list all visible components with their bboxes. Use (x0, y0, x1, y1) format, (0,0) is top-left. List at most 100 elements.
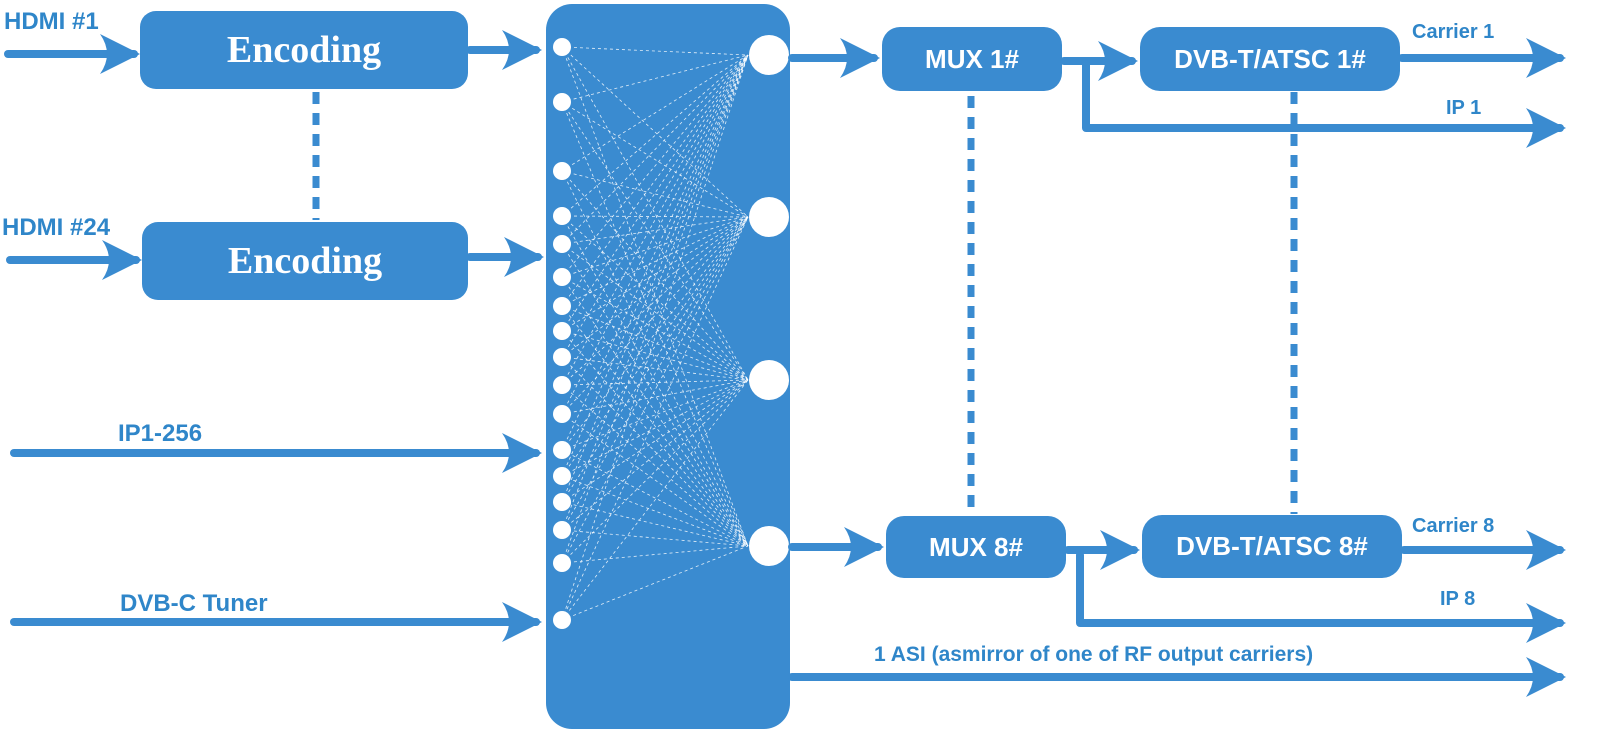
encoder-box-1: Encoding (140, 11, 468, 89)
carrier-8-output-arrow-arrowhead (1526, 530, 1566, 570)
hdmi-1-input-arrow-arrowhead (100, 34, 140, 74)
matrix-input-node-4 (553, 207, 571, 225)
matrix-link-4-3 (561, 243, 749, 547)
matrix-link-11-3 (561, 449, 749, 547)
matrix-input-node-14 (553, 493, 571, 511)
matrix-link-11-1 (561, 216, 749, 451)
matrix-input-node-12 (553, 441, 571, 459)
matrix-link-13-2 (561, 379, 749, 503)
matrix-input-node-5 (553, 235, 571, 253)
mux-8-to-modulator-8-arrow-arrowhead (1100, 530, 1140, 570)
ip-8-output-arrow-arrowhead (1526, 603, 1566, 643)
matrix-link-7-3 (561, 330, 749, 547)
matrix-to-mux-1-arrow-arrowhead (840, 38, 880, 78)
matrix-link-0-3 (561, 46, 749, 547)
matrix-link-10-3 (561, 413, 749, 547)
matrix-input-node-7 (553, 297, 571, 315)
matrix-link-14-0 (561, 54, 749, 531)
matrix-link-16-1 (561, 216, 749, 621)
matrix-link-5-1 (561, 216, 749, 278)
matrix-output-node-2 (749, 197, 789, 237)
matrix-link-3-0 (561, 54, 749, 217)
matrix-link-10-2 (561, 379, 749, 415)
matrix-link-6-0 (561, 54, 749, 307)
matrix-link-6-3 (561, 305, 749, 547)
matrix-link-3-1 (561, 215, 749, 218)
matrix-link-2-1 (561, 170, 749, 218)
ip-8-branch-wire (1076, 551, 1524, 627)
matrix-link-12-0 (561, 54, 749, 477)
matrix-link-4-0 (561, 54, 749, 245)
matrix-input-node-10 (553, 376, 571, 394)
matrix-output-node-4 (749, 526, 789, 566)
matrix-input-node-13 (553, 467, 571, 485)
modulator-box-8: DVB-T/ATSC 8# (1142, 515, 1402, 578)
output-label-ip-8: IP 8 (1440, 588, 1476, 610)
mux-box-1: MUX 1# (882, 27, 1062, 91)
output-label-carrier-8: Carrier 8 (1412, 515, 1495, 537)
matrix-link-2-0 (561, 54, 749, 172)
matrix-output-node-1 (749, 35, 789, 75)
matrix-link-8-3 (561, 356, 749, 547)
matrix-link-2-3 (561, 170, 749, 547)
matrix-link-12-1 (561, 216, 749, 477)
matrix-input-node-16 (553, 554, 571, 572)
matrix-link-7-2 (561, 330, 749, 381)
matrix-link-0-0 (561, 46, 749, 56)
input-label-hdmi-24: HDMI #24 (2, 214, 111, 241)
ip-1-output-arrow-arrowhead (1526, 108, 1566, 148)
matrix-link-8-1 (561, 216, 749, 358)
matrix-input-node-17 (553, 611, 571, 629)
matrix-input-node-11 (553, 405, 571, 423)
hdmi-24-input-arrow-arrowhead (102, 240, 142, 280)
mux-1-to-modulator-1-arrow-arrowhead (1098, 41, 1138, 81)
input-label-tuner: DVB-C Tuner (120, 590, 268, 617)
matrix-link-2-2 (561, 170, 749, 381)
matrix-link-13-0 (561, 54, 749, 503)
matrix-link-14-2 (561, 379, 749, 531)
carrier-1-output-arrow-arrowhead (1526, 38, 1566, 78)
matrix-link-3-2 (561, 215, 749, 381)
matrix-link-8-0 (561, 54, 749, 358)
matrix-link-15-0 (561, 54, 749, 564)
matrix-to-mux-8-arrow-arrowhead (844, 527, 884, 567)
matrix-link-7-1 (561, 216, 749, 332)
matrix-output-node-3 (749, 360, 789, 400)
matrix-link-1-1 (561, 101, 749, 218)
matrix-link-16-2 (561, 379, 749, 621)
matrix-input-node-6 (553, 268, 571, 286)
input-label-ip: IP1-256 (118, 420, 203, 447)
matrix-link-5-3 (561, 276, 749, 547)
matrix-input-node-1 (553, 38, 571, 56)
matrix-link-5-0 (561, 54, 749, 278)
matrix-link-6-1 (561, 216, 749, 307)
output-label-ip-1: IP 1 (1446, 97, 1482, 119)
matrix-input-node-2 (553, 93, 571, 111)
matrix-link-15-3 (561, 545, 749, 564)
modulator-box-1: DVB-T/ATSC 1# (1140, 27, 1400, 91)
output-label-asi: 1 ASI (asmirror of one of RF output carr… (874, 643, 1314, 666)
matrix-input-node-9 (553, 348, 571, 366)
mux-box-8: MUX 8# (886, 516, 1066, 578)
ip-1-branch-wire (1082, 60, 1524, 132)
matrix-input-node-15 (553, 521, 571, 539)
matrix-link-13-3 (561, 501, 749, 547)
asi-output-arrow-arrowhead (1526, 657, 1566, 697)
matrix-link-1-2 (561, 101, 749, 381)
encoder-1-to-matrix-arrow-arrowhead (502, 30, 542, 70)
matrix-link-15-2 (561, 379, 749, 564)
matrix-input-node-8 (553, 322, 571, 340)
output-label-carrier-1: Carrier 1 (1412, 21, 1495, 43)
matrix-link-9-3 (561, 384, 749, 547)
encoder-24-to-matrix-arrow-arrowhead (504, 237, 544, 277)
matrix-link-7-0 (561, 54, 749, 332)
matrix-link-8-2 (561, 356, 749, 381)
matrix-link-1-0 (561, 54, 749, 103)
matrix-link-12-2 (561, 379, 749, 477)
encoder-box-24: Encoding (142, 222, 468, 300)
matrix-link-1-3 (561, 101, 749, 547)
matrix-crosspoint-mesh (561, 46, 749, 621)
tuner-input-arrow-arrowhead (502, 602, 542, 642)
